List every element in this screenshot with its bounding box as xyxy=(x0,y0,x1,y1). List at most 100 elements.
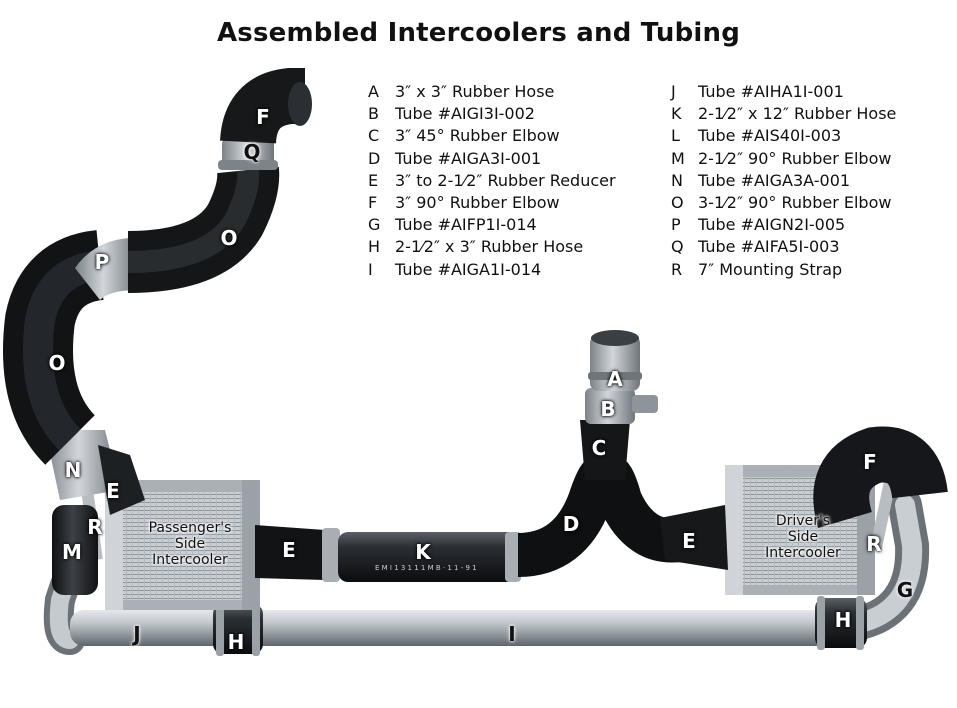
legend-text: Tube #AIGA3I-001 xyxy=(395,148,542,168)
legend-item: K 2-1⁄2″ x 12″ Rubber Hose xyxy=(671,103,896,125)
passenger-label-line: Side xyxy=(174,536,206,552)
legend-text: Tube #AIS40I-003 xyxy=(698,126,842,146)
legend-item: G Tube #AIFP1I-014 xyxy=(368,214,616,236)
elbow-f-top xyxy=(220,68,312,145)
reducer-e-mid xyxy=(255,525,340,582)
label-r-left: R xyxy=(87,515,103,539)
label-k: K xyxy=(415,540,431,564)
label-o-top: O xyxy=(220,226,238,250)
legend-letter: M xyxy=(671,148,685,168)
label-i: I xyxy=(508,622,516,646)
legend-item: L Tube #AIS40I-003 xyxy=(671,125,896,147)
tube-b xyxy=(585,388,658,424)
legend-letter: O xyxy=(671,193,684,213)
passenger-label-line: Intercooler xyxy=(152,552,228,568)
parts-legend-left: A 3″ x 3″ Rubber Hose B Tube #AIGI3I-002 C… xyxy=(368,81,616,281)
tube-p xyxy=(75,238,138,300)
elbow-o-lower xyxy=(3,230,106,465)
tube-q xyxy=(218,138,278,170)
label-g: G xyxy=(896,578,914,602)
legend-text: Tube #AIGI3I-002 xyxy=(395,104,535,124)
label-o-mid: O xyxy=(48,351,66,375)
hose-k: E M I 1 3 1 1 1 M B · 1 1 - 9 1 xyxy=(338,532,521,582)
legend-item: A 3″ x 3″ Rubber Hose xyxy=(368,81,616,103)
reducer-e-right xyxy=(660,505,728,570)
label-e-right: E xyxy=(682,529,696,553)
elbow-f-right xyxy=(813,426,948,529)
legend-letter: A xyxy=(368,82,379,101)
legend-text: 3″ 90° Rubber Elbow xyxy=(395,193,560,213)
legend-letter: Q xyxy=(671,237,684,257)
legend-text: Tube #AIHA1I-001 xyxy=(698,82,844,101)
passenger-intercooler xyxy=(105,480,260,610)
label-r-right: R xyxy=(866,532,882,556)
legend-text: Tube #AIGN2I-005 xyxy=(698,215,846,235)
tube-d xyxy=(517,452,683,577)
legend-text: Tube #AIGA1I-014 xyxy=(395,259,542,279)
parts-legend-right: J Tube #AIHA1I-001 K 2-1⁄2″ x 12″ Rubber H… xyxy=(671,81,896,281)
hose-print: E M I 1 3 1 1 1 M B · 1 1 - 9 1 xyxy=(375,564,477,572)
legend-text: Tube #AIFP1I-014 xyxy=(395,215,537,235)
label-d: D xyxy=(562,512,580,536)
driver-label-line: Side xyxy=(787,529,819,545)
legend-letter: J xyxy=(671,82,676,101)
legend-letter: H xyxy=(368,237,381,257)
legend-item: N Tube #AIGA3A-001 xyxy=(671,170,896,192)
driver-label-line: Intercooler xyxy=(765,545,841,561)
label-q: Q xyxy=(243,140,261,164)
legend-letter: K xyxy=(671,104,682,124)
passenger-label-line: Passenger's xyxy=(148,520,232,536)
hose-a xyxy=(588,330,642,391)
legend-item: H 2-1⁄2″ x 3″ Rubber Hose xyxy=(368,236,616,258)
label-c: C xyxy=(591,436,607,460)
tube-i-j-g xyxy=(43,488,930,655)
label-h-left: H xyxy=(227,630,245,654)
label-a: A xyxy=(607,367,623,391)
legend-text: 7″ Mounting Strap xyxy=(698,259,843,279)
legend-text: 3″ x 3″ Rubber Hose xyxy=(395,82,555,101)
label-e-left: E xyxy=(106,479,120,503)
hose-h-left xyxy=(213,602,263,656)
legend-letter: F xyxy=(368,193,378,213)
driver-intercooler-label: Driver's Side Intercooler xyxy=(748,513,858,561)
label-n: N xyxy=(64,458,82,482)
legend-text: 2-1⁄2″ x 3″ Rubber Hose xyxy=(395,237,584,257)
page-title: Assembled Intercoolers and Tubing xyxy=(216,18,741,48)
legend-item: Q Tube #AIFA5I-003 xyxy=(671,236,896,258)
elbow-c xyxy=(580,420,630,480)
legend-item: O 3-1⁄2″ 90° Rubber Elbow xyxy=(671,192,896,214)
legend-letter: G xyxy=(368,215,381,235)
legend-letter: B xyxy=(368,104,379,124)
label-f-right: F xyxy=(863,450,877,474)
legend-letter: E xyxy=(368,170,379,190)
legend-text: Tube #AIFA5I-003 xyxy=(698,237,840,257)
legend-text: Tube #AIGA3A-001 xyxy=(698,170,851,190)
label-e-mid: E xyxy=(282,538,296,562)
legend-text: 3″ to 2-1⁄2″ Rubber Reducer xyxy=(395,170,616,190)
legend-item: M 2-1⁄2″ 90° Rubber Elbow xyxy=(671,148,896,170)
legend-letter: D xyxy=(368,148,381,168)
legend-item: I Tube #AIGA1I-014 xyxy=(368,259,616,281)
elbow-o-upper xyxy=(127,166,280,293)
legend-letter: R xyxy=(671,259,683,279)
legend-text: 2-1⁄2″ 90° Rubber Elbow xyxy=(698,148,892,168)
legend-item: F 3″ 90° Rubber Elbow xyxy=(368,192,616,214)
label-f-top: F xyxy=(256,105,270,129)
label-j: J xyxy=(133,622,141,646)
legend-letter: C xyxy=(368,126,380,146)
legend-text: 3-1⁄2″ 90° Rubber Elbow xyxy=(698,193,892,213)
reducer-e-left xyxy=(98,445,145,515)
elbow-m xyxy=(52,505,98,595)
driver-label-line: Driver's xyxy=(775,513,831,529)
legend-letter: I xyxy=(368,259,373,279)
legend-text: 2-1⁄2″ x 12″ Rubber Hose xyxy=(698,104,897,124)
legend-letter: N xyxy=(671,170,683,190)
legend-item: E 3″ to 2-1⁄2″ Rubber Reducer xyxy=(368,170,616,192)
legend-letter: L xyxy=(671,126,680,146)
label-h-right: H xyxy=(834,608,852,632)
legend-item: D Tube #AIGA3I-001 xyxy=(368,148,616,170)
legend-item: J Tube #AIHA1I-001 xyxy=(671,81,896,103)
